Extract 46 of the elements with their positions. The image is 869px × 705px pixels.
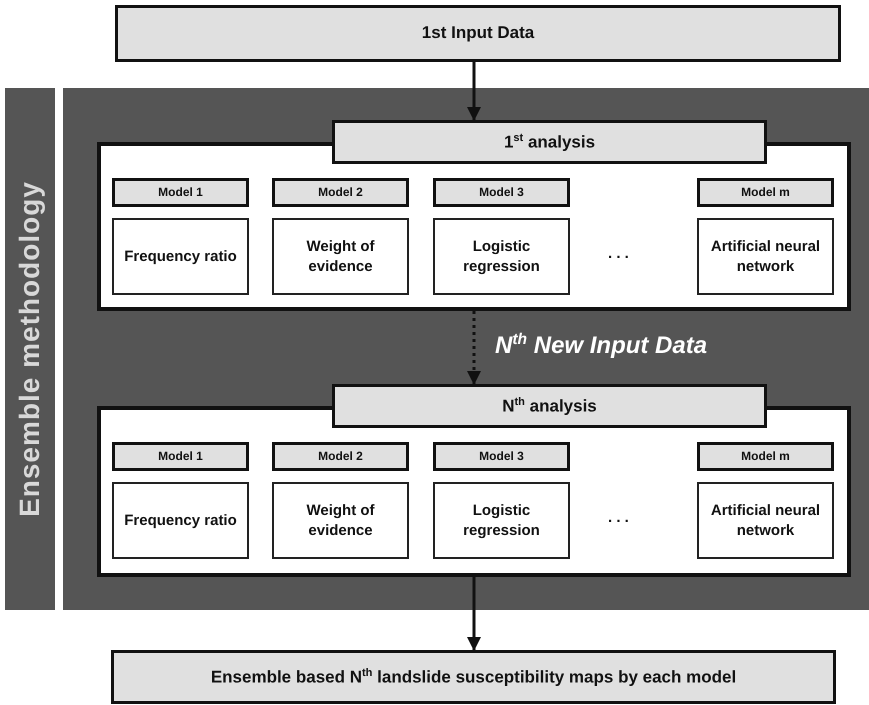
method-box [272,218,409,295]
model-header [697,178,834,207]
ellipsis: . . . [608,245,629,262]
arrow [467,577,481,651]
box-text: Artificial neural network [710,501,822,540]
input-box [115,5,841,62]
model-header [433,178,570,207]
vertical-title: Ensemble methodology [14,181,46,517]
side-band [5,88,55,610]
model-header [112,178,249,207]
dotted-arrow [467,311,481,385]
model-label: Model 2 [318,448,363,464]
method-box [433,482,570,559]
box-text: Weight of evidence [305,237,376,276]
method-box [697,482,834,559]
model-header [697,442,834,471]
model-label: Model m [741,448,790,464]
box-text: Logistic regression [462,237,541,276]
method-box [112,218,249,295]
box-text: 1st Input Data [422,22,534,44]
method-box [697,218,834,295]
box-text: Artificial neural network [710,237,822,276]
model-label: Model 2 [318,184,363,200]
box-text: Weight of evidence [305,501,376,540]
output-box [111,650,836,704]
box-text: Ensemble based N$^{th}$ landslide susceptibility maps by each model [210,666,736,688]
model-header [272,178,409,207]
model-label: Model 1 [158,184,203,200]
arrow [467,62,481,121]
analysis-heading: N$^{th}$ analysis [502,396,597,416]
box-text: Logistic regression [462,501,541,540]
panel-background [63,88,869,610]
model-header [112,442,249,471]
model-label: Model 3 [479,448,524,464]
box-text: Frequency ratio [124,510,237,530]
analysis-heading: 1$^{st}$ analysis [504,132,596,152]
model-header [272,442,409,471]
model-header [433,442,570,471]
method-box [272,482,409,559]
box-text: Frequency ratio [124,246,237,266]
model-label: Model 1 [158,448,203,464]
method-box [112,482,249,559]
model-label: Model m [741,184,790,200]
method-box [433,218,570,295]
model-label: Model 3 [479,184,524,200]
ellipsis: . . . [608,509,629,526]
